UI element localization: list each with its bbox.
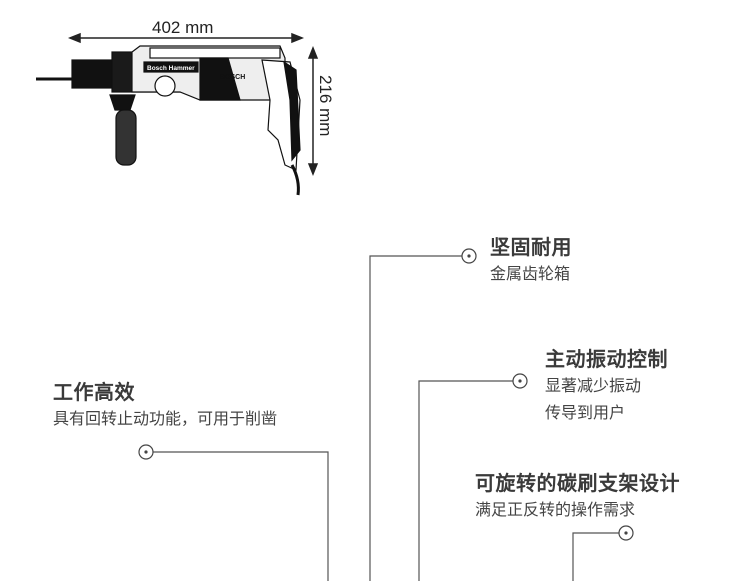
- callout-vibration: 主动振动控制 显著减少振动 传导到用户: [545, 343, 668, 426]
- length-dimension-arrow: [67, 32, 305, 44]
- leader-line-durable: [369, 255, 462, 581]
- leader-line-brush: [572, 532, 619, 581]
- rotary-hammer-drawing: [36, 45, 301, 196]
- callout-efficient: 工作高效 具有回转止动功能，可用于削凿: [53, 376, 277, 432]
- leader-line-vibration: [418, 380, 513, 581]
- brand-logo: BOSCH: [220, 74, 245, 81]
- model-label: Bosch Hammer: [147, 65, 195, 72]
- length-label: 402 mm: [152, 18, 214, 37]
- callout-text: 传导到用户: [545, 403, 626, 422]
- callout-title: 可旋转的碳刷支架设计: [475, 471, 680, 495]
- callout-text: 显著减少振动: [545, 376, 642, 395]
- callout-text: 金属齿轮箱: [490, 264, 571, 283]
- height-dimension-arrow: [307, 45, 319, 177]
- callout-title: 工作高效: [53, 380, 135, 404]
- leader-line-efficient: [153, 451, 329, 581]
- callout-text: 具有回转止动功能，可用于削凿: [53, 409, 278, 428]
- callout-title: 坚固耐用: [490, 235, 572, 259]
- callout-brush-holder: 可旋转的碳刷支架设计 满足正反转的操作需求: [475, 467, 680, 523]
- height-label: 216 mm: [316, 75, 335, 137]
- callout-text: 满足正反转的操作需求: [475, 500, 636, 519]
- callout-durable: 坚固耐用 金属齿轮箱: [490, 231, 572, 287]
- callout-title: 主动振动控制: [545, 347, 668, 371]
